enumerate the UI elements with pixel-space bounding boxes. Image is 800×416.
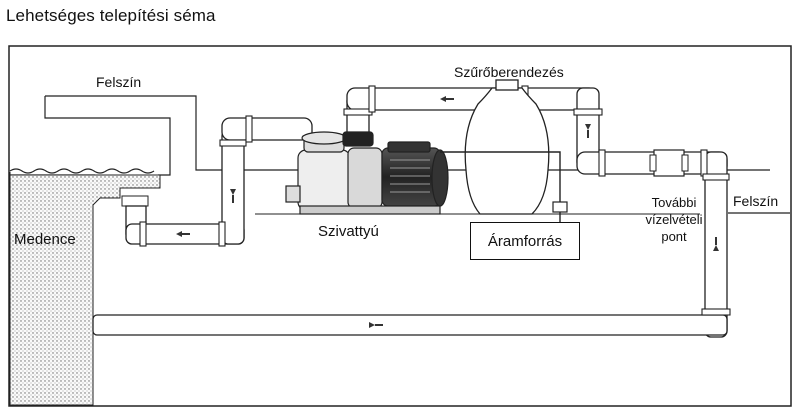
- pump: [285, 131, 449, 215]
- extra-outlet-line-1: További: [651, 195, 697, 210]
- power-source-box: Áramforrás: [470, 222, 580, 260]
- skimmer: [121, 195, 149, 207]
- pump-label: Szivattyú: [318, 223, 379, 240]
- surface-left-label: Felszín: [96, 74, 142, 90]
- pool-wall: [9, 172, 161, 406]
- outlet-tee: [653, 149, 685, 177]
- filter-vessel: [464, 79, 550, 215]
- pipe-system: [92, 87, 728, 338]
- pool-label: Medence: [14, 231, 76, 248]
- extra-outlet-label: További vízelvételi pont: [632, 194, 716, 245]
- water-surface: [9, 168, 155, 174]
- extra-outlet-line-3: pont: [661, 229, 687, 244]
- power-cable: [440, 151, 561, 204]
- page-title: Lehetséges telepítési séma: [6, 6, 216, 25]
- power-source-label: Áramforrás: [487, 232, 563, 250]
- diagram-frame: [8, 45, 792, 407]
- filter-label: Szűrőberendezés: [454, 64, 564, 80]
- flow-arrows: [176, 96, 719, 328]
- surface-right-label: Felszín: [733, 193, 779, 209]
- pipe-joints: [139, 85, 731, 316]
- power-plug: [552, 201, 568, 213]
- extra-outlet-line-2: vízelvételi: [645, 212, 703, 227]
